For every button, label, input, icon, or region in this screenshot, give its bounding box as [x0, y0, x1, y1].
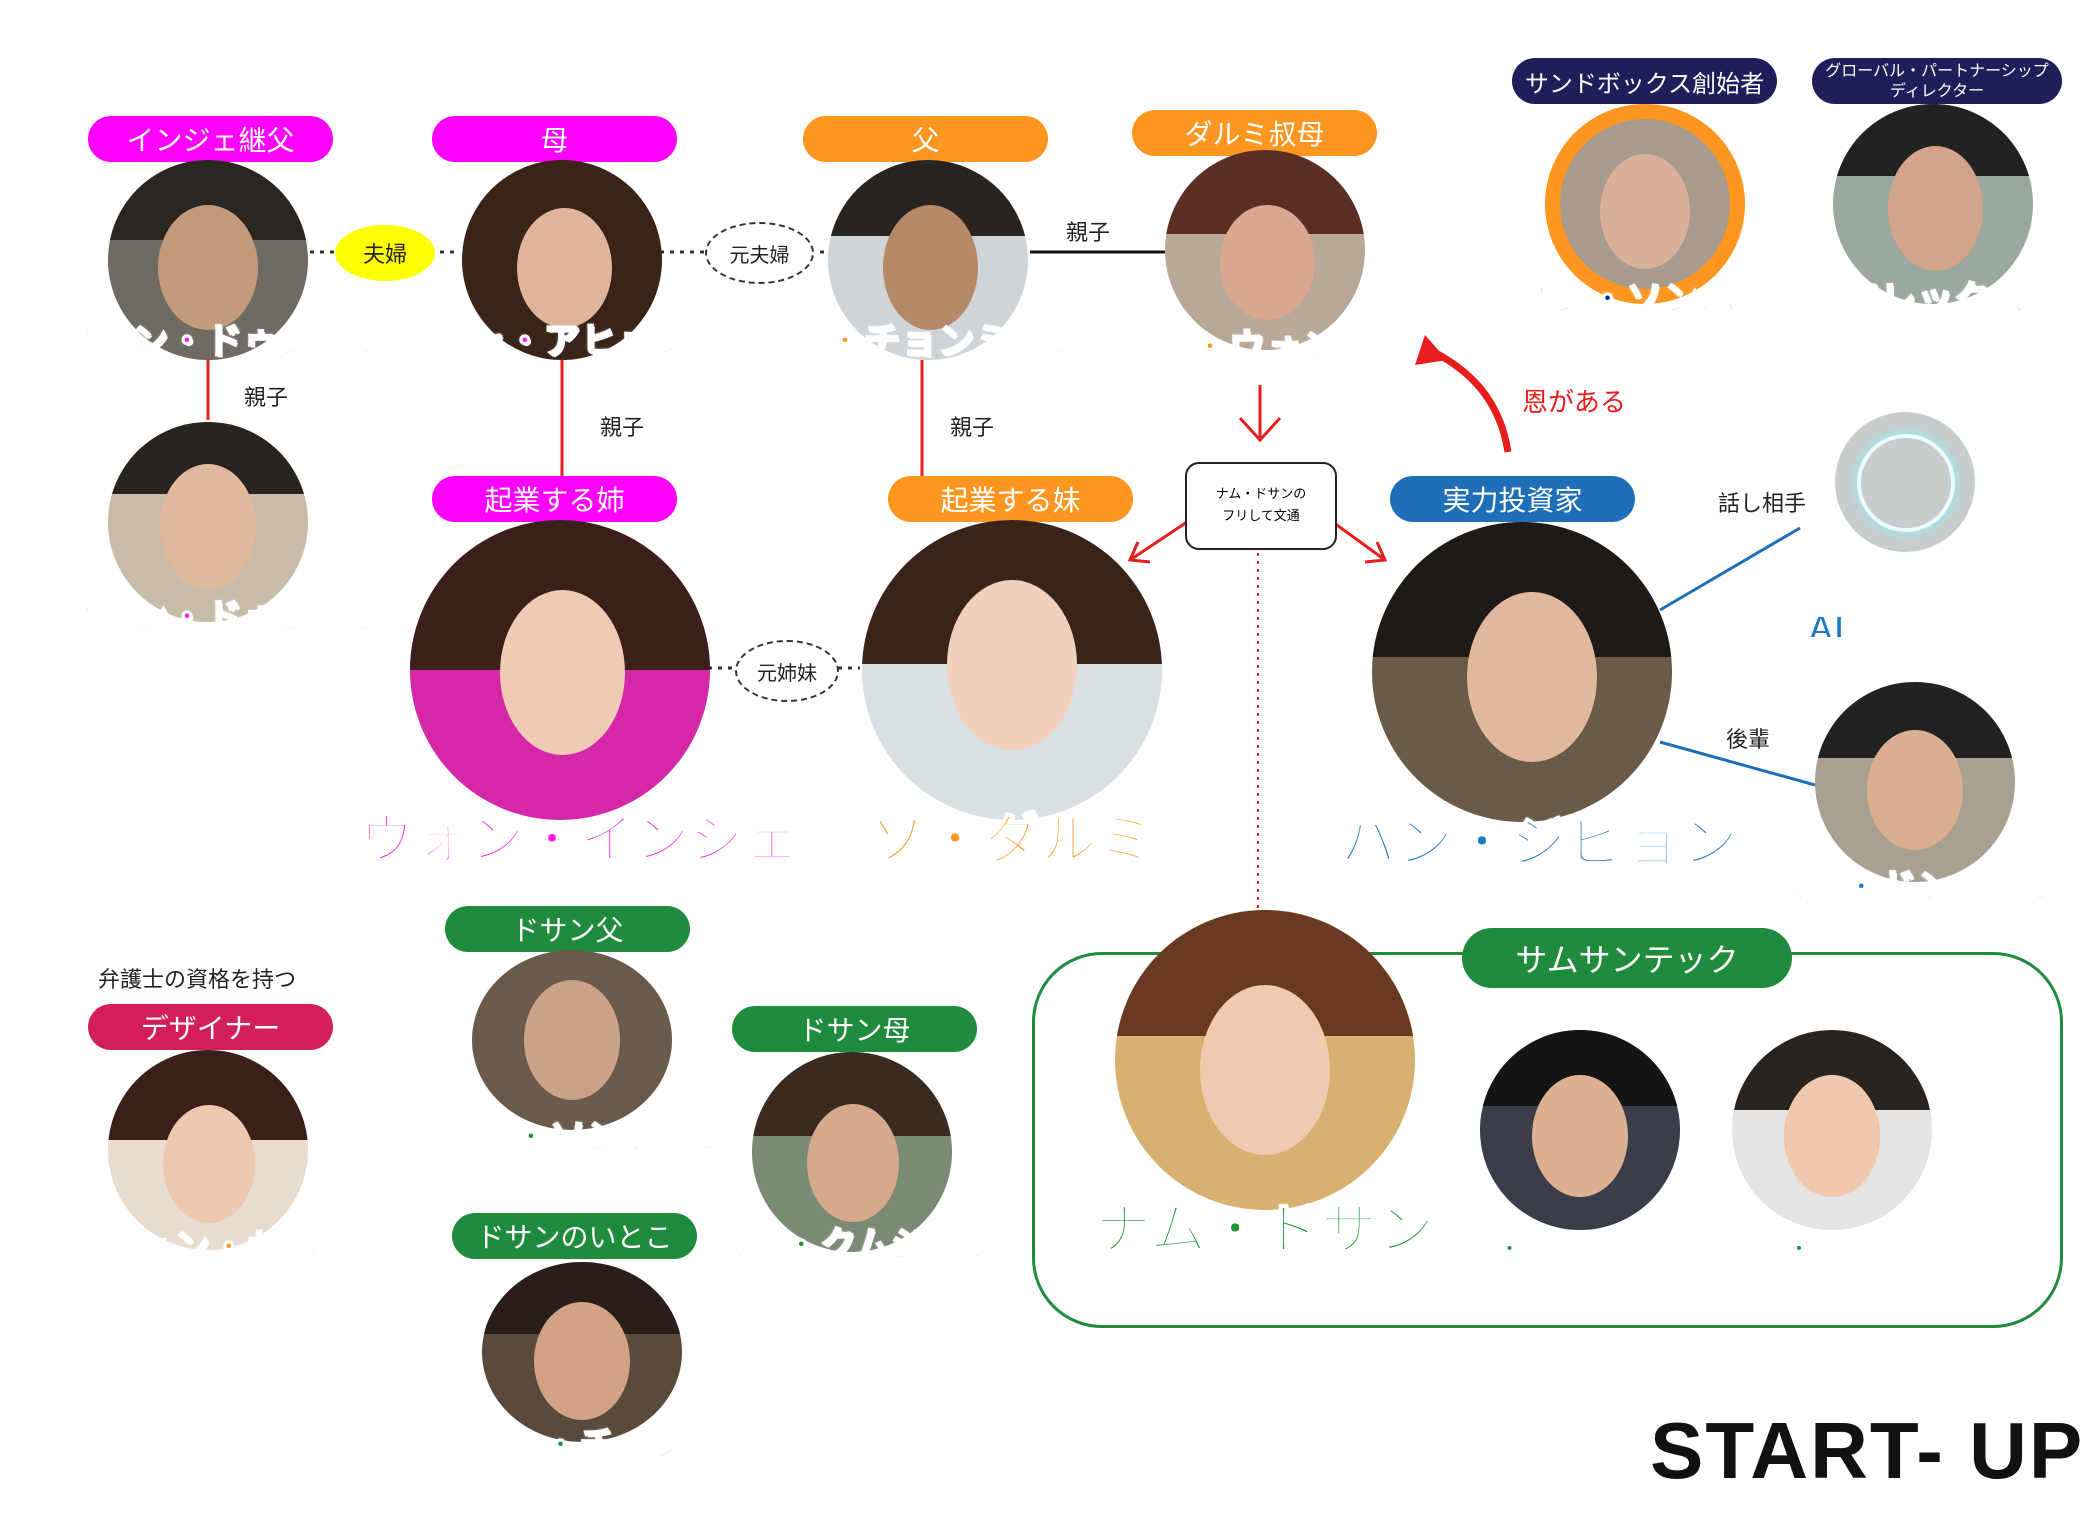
tag-dosan-father-role: ドサン父 — [445, 906, 690, 952]
face-shape — [947, 580, 1077, 750]
face-shape — [1200, 985, 1330, 1155]
relation-parent-child-stepfather: 親子 — [244, 386, 289, 411]
photo-yongsan — [1732, 1030, 1932, 1230]
tag-dosan-mother-role: ドサン母 — [732, 1006, 977, 1052]
face-shape — [1467, 592, 1597, 762]
alex-role-line2: ディレクター — [1889, 81, 1985, 100]
relation-junior: 後輩 — [1726, 728, 1771, 753]
photo-father — [828, 160, 1028, 360]
photo-yongsil — [1835, 412, 1975, 552]
name-dosan-mother: パク・クムジョン — [709, 1224, 1003, 1267]
note-line1: ナム・ドサンの — [1215, 487, 1307, 502]
name-yongsil-line1: ヨンシル — [1834, 562, 1975, 604]
tag-stepfather-role: インジェ継父 — [88, 116, 333, 162]
photo-alex — [1833, 104, 2033, 304]
name-stepfather: ウォン・ドゥジョン — [57, 320, 392, 363]
face-shape — [1888, 146, 1983, 271]
name-dalmi: ソ・ダルミ — [869, 807, 1155, 874]
face-shape — [1532, 1075, 1628, 1197]
photo-yoon — [1545, 104, 1745, 304]
relation-ex-spouse: 元夫婦 — [705, 222, 814, 284]
tag-sister-role: 起業する姉 — [432, 476, 677, 522]
tag-samsantech: サムサンテック — [1462, 928, 1792, 988]
face-shape — [158, 205, 258, 330]
designer-note: 弁護士の資格を持つ — [98, 968, 297, 993]
face-shape — [163, 1105, 255, 1223]
photo-aunt — [1165, 150, 1365, 350]
photo-designer — [108, 1050, 308, 1250]
face-shape — [500, 590, 625, 755]
photo-mother — [462, 160, 662, 360]
name-sister: ウォン・インジェ — [359, 807, 800, 872]
name-dosan: ナム・ドサン — [1094, 1197, 1436, 1264]
photo-dosan-cousin — [482, 1262, 682, 1442]
name-yoon: ユン・ソンハク — [1514, 278, 1775, 321]
name-aunt: チェ・ウォンドク — [1117, 326, 1415, 369]
face-shape — [517, 208, 612, 328]
relation-parent-child-father-aunt: 親子 — [1066, 221, 1111, 246]
photo-dosan — [1115, 910, 1415, 1210]
photo-sister — [410, 520, 710, 820]
tag-yoon-role: サンドボックス創始者 — [1512, 58, 1777, 104]
note-line2: フリして文通 — [1222, 509, 1300, 524]
name-jipyeong: ハン・ジピョン — [1339, 810, 1739, 877]
photo-stepfather — [108, 160, 308, 360]
photo-dosan-father — [472, 950, 672, 1130]
photo-jipyeong — [1372, 522, 1672, 822]
tag-mother-role: 母 — [432, 116, 677, 162]
speaker-ring — [1857, 434, 1955, 532]
name-chulsan: イ・チョルサン — [1457, 1229, 1703, 1271]
face-shape — [534, 1302, 630, 1420]
tag-alex-role: グローバル・パートナーシップ ディレクター — [1812, 58, 2062, 104]
alex-role-line1: グローバル・パートナーシップ — [1825, 61, 2049, 80]
relation-debt: 恩がある — [1522, 388, 1627, 418]
tag-aunt-role: ダルミ叔母 — [1132, 110, 1377, 156]
photo-chulsan — [1480, 1030, 1680, 1230]
face-shape — [807, 1104, 899, 1222]
name-stepbrother: ウォン・ドゥジョン — [57, 596, 392, 639]
face-shape — [1784, 1075, 1880, 1197]
name-yongsil-line2: （AIスピーカー） — [1777, 610, 2032, 647]
name-designer: チョン・サハ — [99, 1226, 321, 1269]
photo-park-dongcheon — [1815, 682, 2015, 882]
face-shape — [1867, 730, 1963, 850]
name-alex: アレックス — [1842, 278, 2027, 321]
relation-talk-partner: 話し相手 — [1718, 492, 1807, 517]
tag-designer-role: デザイナー — [88, 1004, 333, 1050]
name-mother: チャ・アヒョン — [432, 320, 692, 363]
face-shape — [160, 464, 256, 589]
relation-ex-sisters: 元姉妹 — [735, 640, 839, 702]
name-father: ソ・チョンミョン — [789, 320, 1087, 363]
tag-dalmi-role: 起業する妹 — [888, 476, 1133, 522]
relation-spouse: 夫婦 — [335, 225, 435, 281]
face-shape — [524, 980, 620, 1100]
title-logo: START- UP — [1650, 1406, 2085, 1495]
name-dosan-cousin: ナム・チョノ — [469, 1424, 691, 1467]
tag-father-role: 父 — [803, 116, 1048, 162]
name-dosan-father: ナム・ソンファン — [439, 1116, 734, 1159]
tag-dosan-cousin-role: ドサンのいとこ — [452, 1213, 697, 1259]
name-park-dongcheon: パク・ドンチョン — [1769, 866, 2066, 909]
relation-parent-child-mother: 親子 — [600, 416, 645, 441]
face-shape — [1600, 154, 1690, 269]
note-letters: ナム・ドサンの フリして文通 — [1185, 462, 1337, 550]
photo-stepbrother — [108, 422, 308, 622]
name-yongsan: キム・ヨンサン — [1711, 1229, 1957, 1271]
face-shape — [883, 205, 978, 330]
relation-parent-child-father: 親子 — [950, 416, 995, 441]
tag-jipyeong-role: 実力投資家 — [1390, 476, 1635, 522]
face-shape — [1220, 205, 1315, 320]
photo-dosan-mother — [752, 1052, 952, 1252]
photo-dalmi — [862, 520, 1162, 820]
